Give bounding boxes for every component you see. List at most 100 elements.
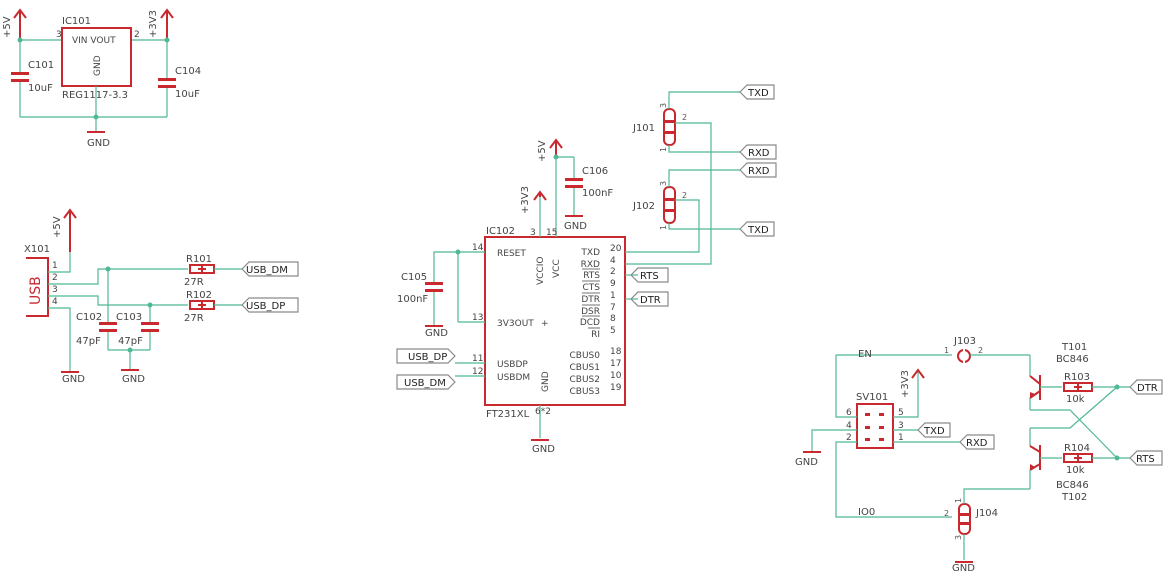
svg-text:C104: C104 — [175, 66, 201, 77]
ft231-pin-label: DTR — [581, 295, 600, 305]
svg-text:GND: GND — [532, 444, 555, 455]
svg-text:R103: R103 — [1064, 372, 1090, 383]
net-label-usb-dm: USB_DM — [241, 261, 299, 277]
svg-text:TXD: TXD — [923, 426, 945, 437]
ft231-pin-label: DSR — [581, 307, 600, 317]
svg-text:6*2: 6*2 — [535, 407, 551, 417]
svg-text:T101: T101 — [1061, 342, 1087, 353]
svg-text:J101: J101 — [632, 123, 655, 134]
ft231-pin-number: 1 — [610, 291, 616, 301]
svg-text:USB_DP: USB_DP — [408, 352, 447, 363]
ft231-pin-number: 9 — [610, 279, 616, 289]
svg-text:1: 1 — [52, 261, 58, 271]
svg-text:J103: J103 — [953, 336, 976, 347]
net-label-dtr: DTR — [625, 291, 669, 307]
svg-text:GND: GND — [122, 374, 145, 385]
svg-text:4: 4 — [846, 421, 852, 431]
autoreset-section: EN J103 1 2 SV101 6 4 2 5 3 1 — [795, 336, 1163, 573]
svg-text:USB_DP: USB_DP — [246, 301, 285, 312]
svg-text:J102: J102 — [632, 201, 655, 212]
ft231-pin-number: 17 — [610, 359, 621, 369]
svg-text:USB_DM: USB_DM — [246, 265, 288, 276]
ft231-pin-number: 7 — [610, 303, 616, 313]
net-label-rts: RTS — [625, 267, 669, 283]
svg-text:12: 12 — [472, 367, 483, 377]
svg-text:3: 3 — [954, 535, 963, 540]
ft231-pin-number: 4 — [610, 256, 616, 266]
svg-text:10uF: 10uF — [28, 83, 53, 94]
svg-text:C102: C102 — [76, 312, 102, 323]
svg-text:+: + — [541, 319, 549, 329]
ft231-pin-label: CBUS0 — [570, 351, 601, 361]
regulator-section: +5V +3V3 3 2 IC101 VIN VOUT GND REG1117-… — [2, 8, 201, 149]
svg-text:C106: C106 — [582, 166, 608, 177]
svg-text:T102: T102 — [1061, 492, 1087, 503]
svg-text:USB_DM: USB_DM — [404, 378, 446, 389]
net-label-usb-dp: USB_DP — [241, 297, 299, 313]
svg-text:IO0: IO0 — [858, 507, 875, 518]
svg-text:REG1117-3.3: REG1117-3.3 — [62, 90, 128, 101]
ft231-pin-label: CBUS2 — [570, 375, 601, 385]
svg-text:2: 2 — [682, 191, 687, 200]
net-label-rts: RTS — [1129, 450, 1163, 466]
ft231-pin-label: CTS — [583, 283, 601, 293]
svg-text:2: 2 — [978, 346, 983, 355]
power-5v-symbol: +5V — [52, 208, 77, 252]
resistor-r104: R104 10k — [1063, 443, 1093, 476]
net-label-txd: TXD — [739, 84, 775, 100]
svg-text:100nF: 100nF — [397, 294, 428, 305]
svg-text:IC102: IC102 — [486, 226, 515, 237]
net-label-usb-dm: USB_DM — [396, 374, 456, 390]
capacitor-c106: C106 100nF GND — [564, 157, 613, 232]
svg-text:USBDM: USBDM — [497, 373, 530, 383]
svg-text:+5V: +5V — [2, 16, 13, 38]
svg-text:47pF: 47pF — [76, 336, 101, 347]
svg-text:10k: 10k — [1066, 394, 1085, 405]
svg-text:3: 3 — [56, 30, 62, 40]
svg-text:GND: GND — [795, 457, 818, 468]
svg-text:R102: R102 — [186, 290, 212, 301]
svg-text:GND: GND — [541, 371, 551, 392]
ft231-pin-label: CBUS3 — [570, 387, 601, 397]
svg-text:+3V3: +3V3 — [520, 186, 531, 214]
svg-text:GND: GND — [93, 55, 103, 76]
svg-text:3V3OUT: 3V3OUT — [497, 319, 534, 329]
svg-text:5: 5 — [898, 408, 904, 418]
ft231-pin-label: RXD — [581, 260, 600, 270]
svg-text:3: 3 — [52, 285, 58, 295]
resistor-r102: R102 27R — [184, 290, 242, 324]
svg-text:2: 2 — [682, 113, 687, 122]
svg-text:VIN VOUT: VIN VOUT — [72, 36, 116, 46]
jumper-section: J101 3 2 1 J102 3 2 1 TXD RXD — [625, 84, 777, 265]
svg-text:DTR: DTR — [640, 295, 661, 306]
ft231-pin-number: 19 — [610, 383, 622, 393]
power-3v3-symbol: +3V3 — [900, 368, 925, 398]
svg-text:1: 1 — [659, 225, 668, 230]
svg-text:+5V: +5V — [537, 140, 548, 162]
ft231-section: IC102 FT231XL 14 RESET 13 3V3OUT 11 USBD… — [396, 138, 669, 455]
svg-text:DTR: DTR — [1137, 383, 1158, 394]
ft231-pin-number: 2 — [610, 267, 616, 277]
power-5v-symbol: +5V — [537, 138, 563, 162]
svg-text:GND: GND — [425, 328, 448, 339]
power-5v-symbol: +5V — [2, 8, 27, 40]
svg-text:R101: R101 — [186, 254, 212, 265]
svg-text:GND: GND — [952, 563, 975, 573]
svg-text:47pF: 47pF — [118, 336, 143, 347]
ft231-pin-number: 8 — [610, 314, 616, 324]
capacitor-c101: C101 10uF — [11, 40, 54, 117]
svg-text:100nF: 100nF — [582, 188, 613, 199]
net-label-usb-dp: USB_DP — [396, 348, 456, 364]
svg-text:J104: J104 — [975, 508, 998, 519]
ft231-pin-number: 5 — [610, 326, 616, 336]
ft231-pin-number: 10 — [610, 371, 622, 381]
net-label-rxd: RXD — [739, 162, 777, 178]
svg-text:IC101: IC101 — [62, 16, 91, 27]
svg-text:RESET: RESET — [497, 249, 526, 259]
resistor-r101: R101 27R — [184, 254, 242, 288]
svg-text:3: 3 — [530, 228, 536, 238]
net-label-txd: TXD — [917, 422, 951, 438]
ft231-pin-label: RTS — [583, 271, 600, 281]
svg-text:+3V3: +3V3 — [900, 370, 911, 398]
